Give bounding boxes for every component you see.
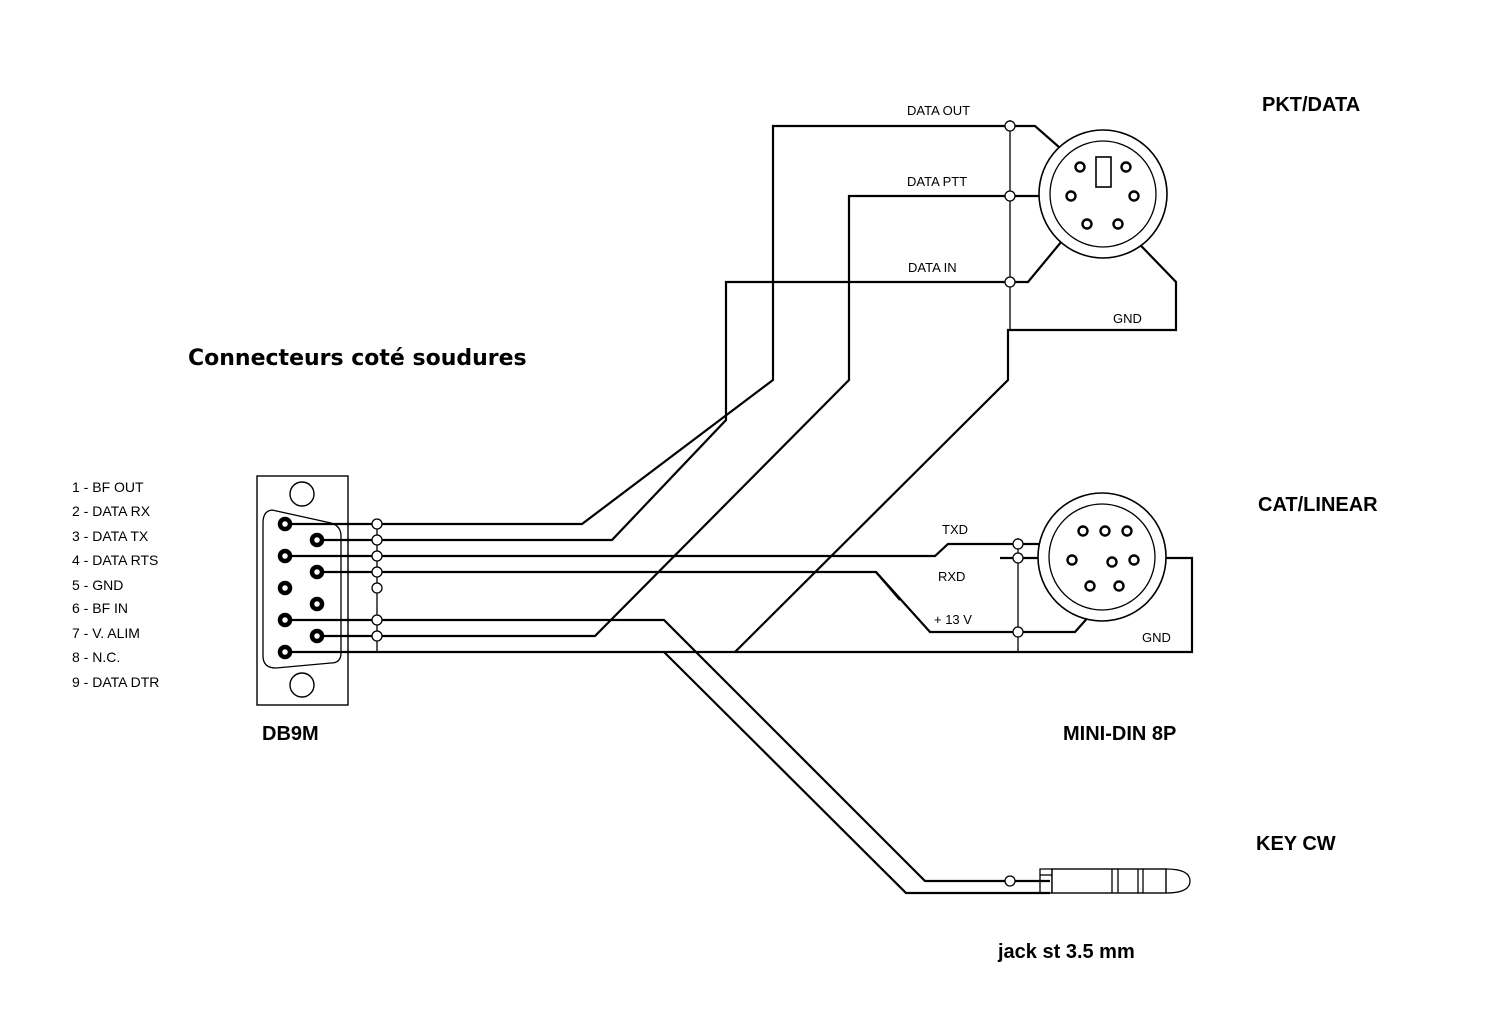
- db9-connector: [256, 475, 349, 706]
- label-gnd-cat: GND: [1142, 630, 1171, 645]
- label-data-out: DATA OUT: [907, 103, 970, 118]
- wires: [290, 124, 1194, 895]
- label-data-ptt: DATA PTT: [907, 174, 967, 189]
- db9-pin-8: [309, 596, 325, 612]
- db9-pin-1: [277, 516, 293, 532]
- db9-pin-5: [277, 644, 293, 660]
- pin-label-4: 4 - DATA RTS: [72, 552, 158, 568]
- pin-label-7: 7 - V. ALIM: [72, 625, 140, 641]
- cat-pin-h: [1113, 580, 1125, 592]
- cat-pin-b: [1099, 525, 1111, 537]
- jack-connector: [1039, 868, 1191, 894]
- cat-pin-e: [1106, 556, 1118, 568]
- label-gnd-pkt: GND: [1113, 311, 1142, 326]
- db9-pin-list: 1 - BF OUT 2 - DATA RX 3 - DATA TX 4 - D…: [72, 479, 159, 690]
- mini-din-title: MINI-DIN 8P: [1063, 723, 1176, 745]
- pkt-data-title: PKT/DATA: [1262, 94, 1360, 116]
- db9-pin-9: [309, 628, 325, 644]
- pkt-pin-a: [1074, 161, 1086, 173]
- db9-pin-3: [277, 580, 293, 596]
- pin-label-6: 6 - BF IN: [72, 600, 128, 616]
- cat-pin-c: [1121, 525, 1133, 537]
- cat-pin-a: [1077, 525, 1089, 537]
- cat-pin-f: [1128, 554, 1140, 566]
- label-txd: TXD: [942, 522, 968, 537]
- label-rxd: RXD: [938, 569, 965, 584]
- diagram-heading: Connecteurs coté soudures: [188, 346, 527, 371]
- pkt-pin-c: [1065, 190, 1077, 202]
- pkt-pin-e: [1081, 218, 1093, 230]
- jack-title: jack st 3.5 mm: [997, 941, 1135, 963]
- db9-label: DB9M: [262, 723, 319, 745]
- pkt-pin-b: [1120, 161, 1132, 173]
- pin-label-5: 5 - GND: [72, 577, 123, 593]
- pkt-pin-d: [1128, 190, 1140, 202]
- cat-linear-connector: [1037, 492, 1167, 622]
- pin-label-1: 1 - BF OUT: [72, 479, 144, 495]
- db9-pin-6: [309, 532, 325, 548]
- pin-label-8: 8 - N.C.: [72, 649, 120, 665]
- cat-pin-g: [1084, 580, 1096, 592]
- db9-pin-4: [277, 612, 293, 628]
- pin-label-9: 9 - DATA DTR: [72, 674, 159, 690]
- db9-pin-7: [309, 564, 325, 580]
- pin-label-2: 2 - DATA RX: [72, 503, 151, 519]
- pin-label-3: 3 - DATA TX: [72, 528, 149, 544]
- cat-pin-d: [1066, 554, 1078, 566]
- pkt-data-connector: [1038, 129, 1168, 259]
- shield-lines: [371, 120, 1024, 887]
- db9-pin-2: [277, 548, 293, 564]
- key-cw-title: KEY CW: [1256, 833, 1336, 855]
- label-data-in: DATA IN: [908, 260, 957, 275]
- cat-linear-title: CAT/LINEAR: [1258, 494, 1378, 516]
- label-13v: + 13 V: [934, 612, 972, 627]
- pkt-pin-f: [1112, 218, 1124, 230]
